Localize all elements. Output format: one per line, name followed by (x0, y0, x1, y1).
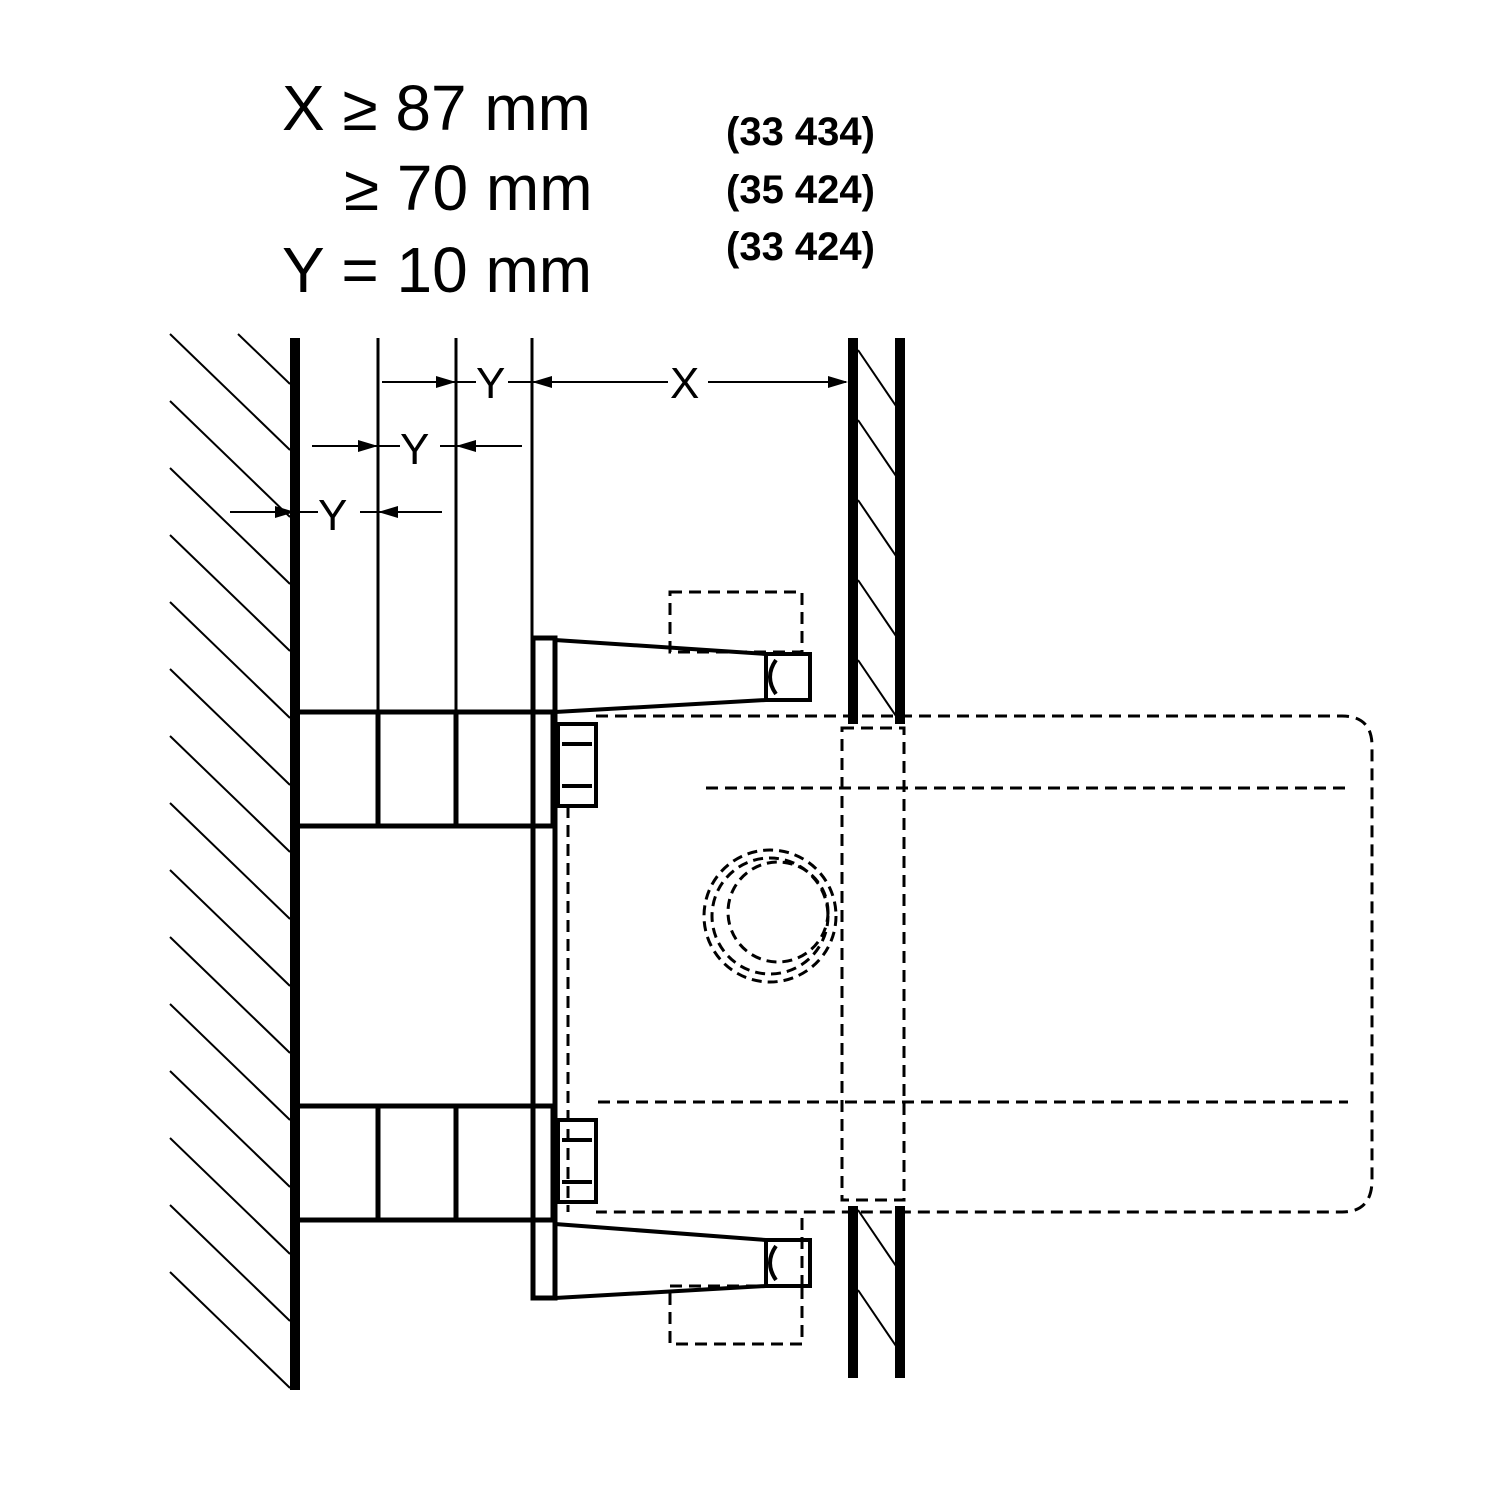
nut-bottom (556, 1118, 598, 1204)
outlet-circle (702, 848, 838, 984)
spacer-block-top (294, 709, 556, 829)
hatch-line (857, 659, 897, 717)
spec-x-min-87: X ≥ 87 mm (282, 72, 591, 144)
spec-y-value: Y = 10 mm (282, 234, 592, 306)
hatch-line (857, 349, 897, 407)
hatch-line (169, 668, 291, 786)
dimension-label-x: X (670, 359, 699, 408)
valve-housing-outline (566, 590, 1374, 1346)
hatch-line (169, 400, 291, 518)
hatch-line (237, 333, 291, 385)
hatch-line (169, 333, 291, 451)
hatch-line (169, 1003, 291, 1121)
hatch-line (169, 869, 291, 987)
spec-x-min-70: ≥ 70 mm (344, 152, 593, 224)
hatch-line (857, 579, 897, 637)
screw-top (553, 637, 812, 715)
left-wall-hatching (169, 333, 291, 1389)
hatch-line (169, 1137, 291, 1255)
hatch-line (857, 499, 897, 557)
dimension-label-y-top: Y (476, 359, 505, 408)
nut-top (556, 722, 598, 808)
hatch-line (169, 1271, 291, 1389)
mounting-plate (530, 635, 558, 1301)
hatch-line (169, 936, 291, 1054)
model-number-2: (35 424) (726, 168, 875, 212)
hatch-line (169, 802, 291, 920)
dimension-label-y-bottom: Y (318, 491, 347, 540)
hatch-line (169, 467, 291, 585)
hatch-line (169, 1070, 291, 1188)
hatch-line (169, 601, 291, 719)
model-number-1: (33 434) (726, 110, 875, 154)
hatch-line (857, 419, 897, 477)
model-number-3: (33 424) (726, 225, 875, 269)
hatch-line (857, 1289, 897, 1347)
hatch-line (169, 534, 291, 652)
dimension-label-y-middle: Y (400, 425, 429, 474)
hatch-line (857, 1209, 897, 1267)
hatch-line (169, 1204, 291, 1322)
hatch-line (169, 735, 291, 853)
spacer-block-bottom (294, 1103, 556, 1223)
tile-wall (848, 338, 905, 1378)
